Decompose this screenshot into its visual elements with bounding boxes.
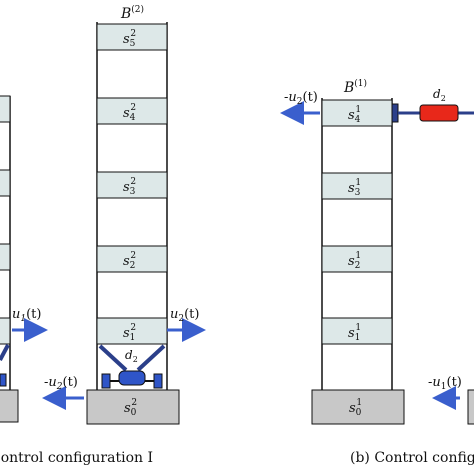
floor-s14: s41 — [321, 99, 393, 127]
floor-s25: s52 — [96, 23, 168, 51]
ground-s20: s02 — [86, 389, 180, 425]
svg-text:d2: d2 — [125, 348, 138, 364]
force-u2-ground: -u2(t) — [42, 375, 84, 410]
force-u1-left-arg: (t) — [26, 307, 41, 322]
svg-text:s12: s12 — [123, 323, 136, 343]
svg-text:u1(t): u1(t) — [12, 307, 41, 324]
svg-text:s32: s32 — [123, 177, 136, 197]
svg-text:d2: d2 — [433, 87, 446, 103]
svg-text:s52: s52 — [123, 29, 136, 49]
svg-text:s31: s31 — [348, 178, 361, 198]
cropped-building-left — [0, 95, 19, 423]
floor-s24: s42 — [96, 97, 168, 125]
caption-left: Control configuration I — [0, 450, 153, 466]
force-u1-right-ground: -u1(t) — [428, 375, 474, 425]
svg-text:s01: s01 — [349, 398, 362, 418]
building-b2: B(2) s52 s42 s32 s22 s12 — [86, 4, 180, 425]
floor-s22: s22 — [96, 245, 168, 273]
floor-s12: s21 — [321, 245, 393, 273]
floor-s13: s31 — [321, 172, 393, 200]
svg-text:s22: s22 — [123, 251, 136, 271]
force-u2-ground-base: -u — [44, 375, 57, 390]
building-b1-title: B(1) — [343, 78, 367, 96]
svg-text:s21: s21 — [348, 251, 361, 271]
force-u1-left-base: u — [12, 307, 20, 322]
svg-text:s02: s02 — [124, 398, 137, 418]
svg-text:-u2(t): -u2(t) — [44, 375, 78, 392]
floor-s11: s11 — [321, 317, 393, 345]
svg-text:s42: s42 — [123, 103, 136, 123]
svg-text:u2(t): u2(t) — [170, 307, 199, 324]
floor-s21: s12 — [96, 317, 168, 345]
force-u2-right-top: -u2(t) — [280, 90, 320, 125]
caption-right: (b) Control configu — [350, 450, 474, 466]
force-u1-left: u1(t) — [12, 307, 48, 342]
force-u2-ground-sub: 2 — [56, 382, 63, 392]
svg-text:-u1(t): -u1(t) — [428, 375, 462, 392]
building-b1: B(1) s41 s31 s21 s11 s01 d2 — [311, 78, 474, 425]
force-u2-ground-arg: (t) — [63, 375, 78, 390]
force-u2-left: u2(t) — [167, 307, 206, 342]
floor-s23: s32 — [96, 171, 168, 199]
damper-d2-right: d2 — [391, 87, 474, 123]
svg-text:s41: s41 — [348, 105, 361, 125]
force-u1-left-sub: 1 — [20, 314, 26, 324]
svg-text:-u2(t): -u2(t) — [284, 90, 318, 107]
building-b2-title: B(2) — [120, 4, 144, 22]
damper-d2-left: d2 — [101, 348, 163, 389]
ground-s10: s01 — [311, 389, 405, 425]
svg-text:s11: s11 — [348, 323, 361, 343]
damper-bracing — [98, 344, 166, 372]
